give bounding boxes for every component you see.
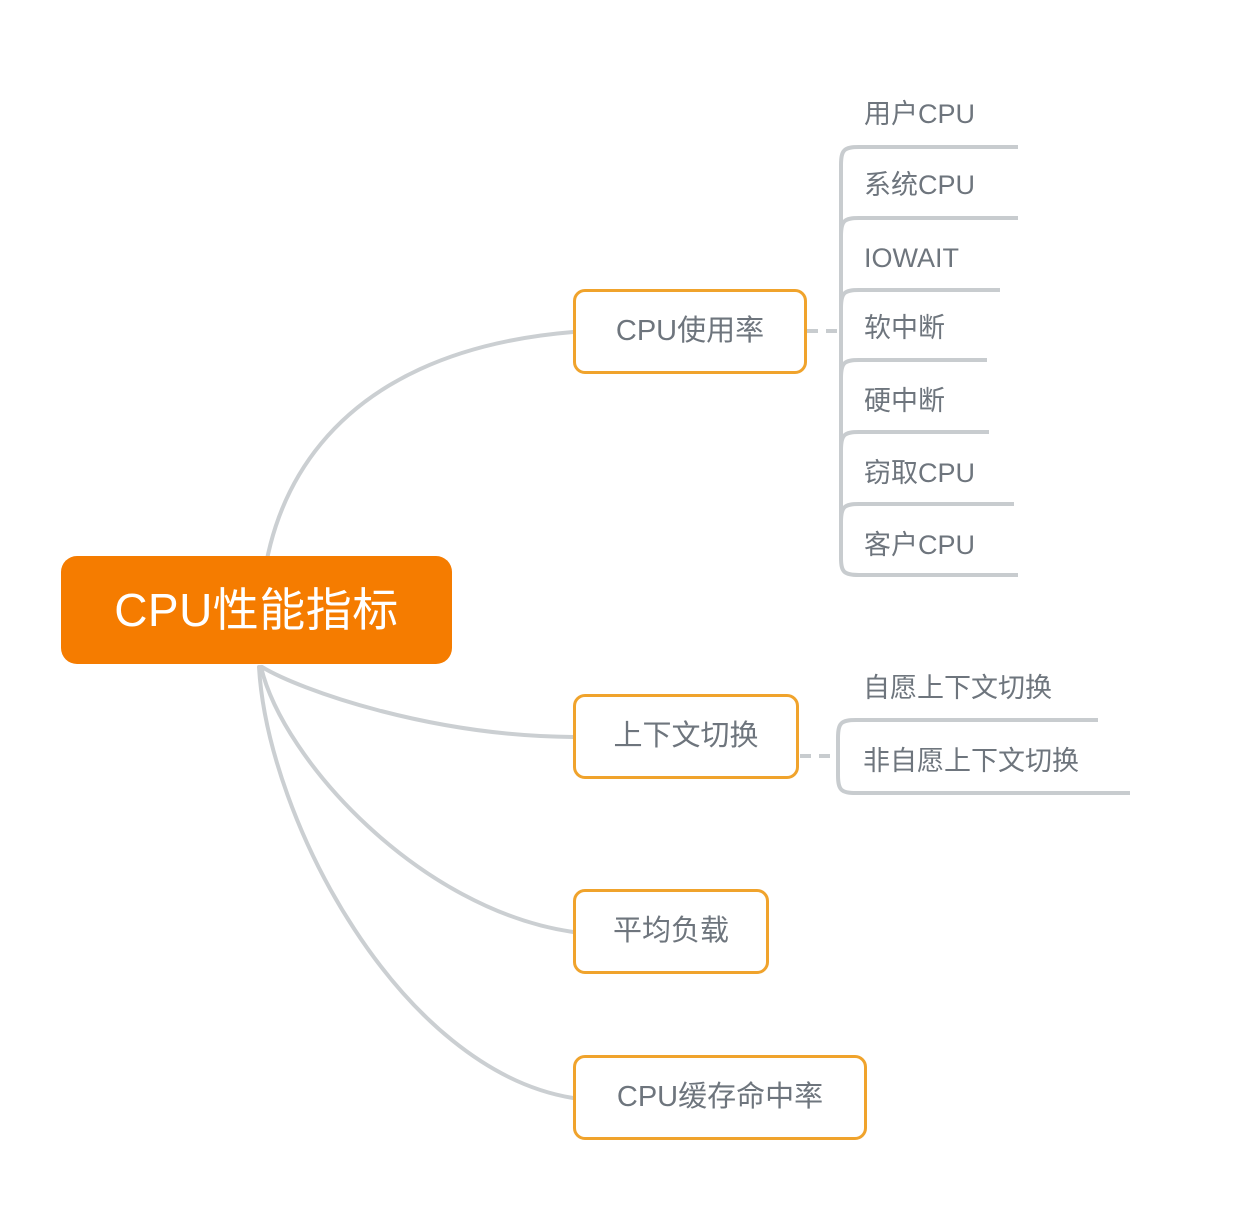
- rail-leaf-3: [839, 358, 987, 379]
- leaf-node-voluntary-context-switch[interactable]: 自愿上下文切换: [863, 675, 1052, 702]
- edge-root-to-loadavg: [259, 665, 575, 934]
- rail-ctx-leaf-1: [836, 774, 1130, 795]
- leaf-label-steal-cpu: 窃取CPU: [864, 458, 976, 488]
- leaf-node-steal-cpu[interactable]: 窃取CPU: [864, 460, 975, 487]
- leaf-label-system-cpu: 系统CPU: [864, 170, 976, 200]
- leaf-node-user-cpu[interactable]: 用户CPU: [864, 101, 975, 128]
- rail-leaf-6: [839, 557, 1018, 577]
- rail-leaf-0: [839, 145, 1018, 166]
- rail-leaf-4: [839, 430, 989, 451]
- branch-label-load-average: 平均负载: [612, 915, 729, 947]
- leaf-node-softirq[interactable]: 软中断: [864, 315, 945, 342]
- leaf-node-involuntary-context-switch[interactable]: 非自愿上下文切换: [863, 748, 1079, 775]
- leaf-label-iowait: IOWAIT: [864, 243, 959, 273]
- rail-leaf-5: [839, 502, 1014, 523]
- leaf-label-involuntary-context-switch: 非自愿上下文切换: [863, 746, 1079, 776]
- dashed-connector-ctx-switch: [800, 754, 836, 758]
- leaf-node-hardirq[interactable]: 硬中断: [864, 388, 945, 415]
- leaf-label-hardirq: 硬中断: [864, 386, 945, 416]
- branch-node-load-average[interactable]: 平均负载: [573, 889, 769, 974]
- leaf-label-voluntary-context-switch: 自愿上下文切换: [863, 673, 1052, 703]
- dashed-connector-cpu-usage: [807, 329, 841, 333]
- root-node[interactable]: CPU性能指标: [61, 556, 452, 664]
- edge-root-to-ctx-switch: [260, 665, 575, 739]
- leaf-node-system-cpu[interactable]: 系统CPU: [864, 172, 975, 199]
- leaf-node-iowait[interactable]: IOWAIT: [864, 245, 959, 272]
- leaf-node-guest-cpu[interactable]: 客户CPU: [864, 532, 975, 559]
- root-node-label: CPU性能指标: [114, 584, 399, 636]
- leaf-label-softirq: 软中断: [864, 313, 945, 343]
- branch-node-context-switch[interactable]: 上下文切换: [573, 694, 799, 779]
- branch-label-context-switch: 上下文切换: [613, 720, 759, 752]
- leaf-label-guest-cpu: 客户CPU: [864, 530, 976, 560]
- rail-ctx-leaf-0: [836, 718, 1098, 739]
- branch-node-cpu-usage[interactable]: CPU使用率: [573, 289, 807, 374]
- branch-label-cpu-usage: CPU使用率: [615, 315, 765, 347]
- leaf-label-user-cpu: 用户CPU: [864, 99, 976, 129]
- edge-root-to-cache-hit: [257, 665, 575, 1100]
- rail-leaf-2: [839, 288, 1000, 309]
- rail-leaf-1: [839, 216, 1018, 237]
- branch-label-cache-hit-rate: CPU缓存命中率: [616, 1081, 824, 1113]
- branch-node-cache-hit-rate[interactable]: CPU缓存命中率: [573, 1055, 867, 1140]
